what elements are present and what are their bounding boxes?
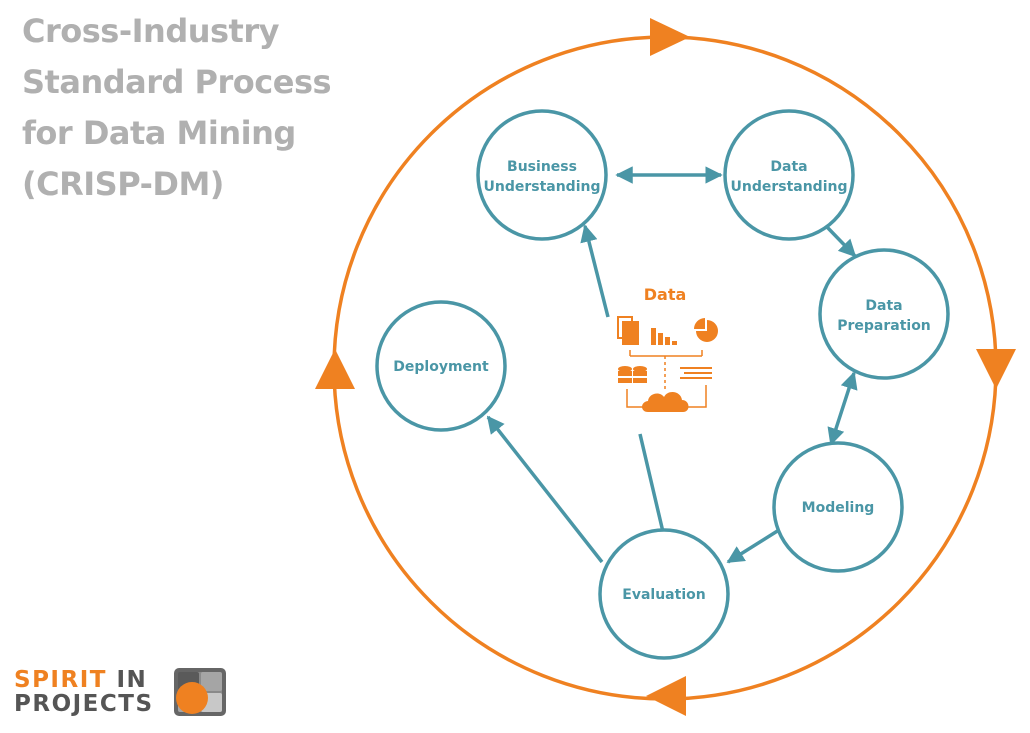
data-sources-icon: [617, 316, 718, 412]
logo-word-in: IN: [116, 667, 148, 693]
phase-circle: [818, 248, 950, 380]
title-line: (CRISP-DM): [22, 165, 224, 203]
logo-word-projects: PROJECTS: [14, 691, 154, 717]
phase-business-understanding: Business Understanding: [476, 109, 608, 241]
phase-deployment: Deployment: [375, 300, 507, 432]
cycle-arrow-bottom: [646, 676, 686, 716]
connection-preparation-modeling: [827, 371, 858, 446]
phase-data-understanding: Data Understanding: [723, 109, 855, 241]
phase-data-preparation: Data Preparation: [818, 248, 950, 380]
phase-circle: [476, 109, 608, 241]
phase-circle: [723, 109, 855, 241]
connection-modeling-evaluation: [726, 528, 780, 564]
phase-label: Data: [865, 298, 902, 314]
company-logo: SPIRIT IN PROJECTS: [14, 668, 234, 720]
phase-label: Data: [770, 159, 807, 175]
center-data-label: Data: [644, 285, 687, 304]
logo-word-spirit: SPIRIT: [14, 667, 107, 693]
cycle-arrow-right: [976, 349, 1016, 389]
logo-mark-icon: [174, 668, 226, 716]
title-line: Cross-Industry: [22, 12, 279, 50]
phase-label: Understanding: [483, 179, 600, 195]
phase-label: Understanding: [730, 179, 847, 195]
title-line: for Data Mining: [22, 114, 296, 152]
phase-label: Modeling: [802, 500, 875, 516]
phase-evaluation: Evaluation: [598, 528, 730, 660]
logo-line-1: SPIRIT IN: [14, 668, 147, 692]
connection-center-business: [580, 224, 610, 318]
phase-circle: [375, 300, 507, 432]
phase-circle: [598, 528, 730, 660]
title-line: Standard Process: [22, 63, 332, 101]
cycle-arrow-top: [650, 18, 690, 56]
connection-data-understanding-preparation: [825, 225, 857, 258]
phase-modeling: Modeling: [772, 441, 904, 573]
phase-label: Business: [507, 159, 577, 175]
phase-circle: [772, 441, 904, 573]
phase-label: Evaluation: [622, 587, 705, 603]
phase-label: Preparation: [837, 318, 931, 334]
page-title: Cross-Industry Standard Process for Data…: [22, 6, 352, 210]
connection-evaluation-center: [638, 433, 665, 533]
connection-evaluation-deployment: [486, 415, 604, 564]
phase-label: Deployment: [393, 359, 489, 375]
cycle-arrow-left: [315, 349, 355, 389]
